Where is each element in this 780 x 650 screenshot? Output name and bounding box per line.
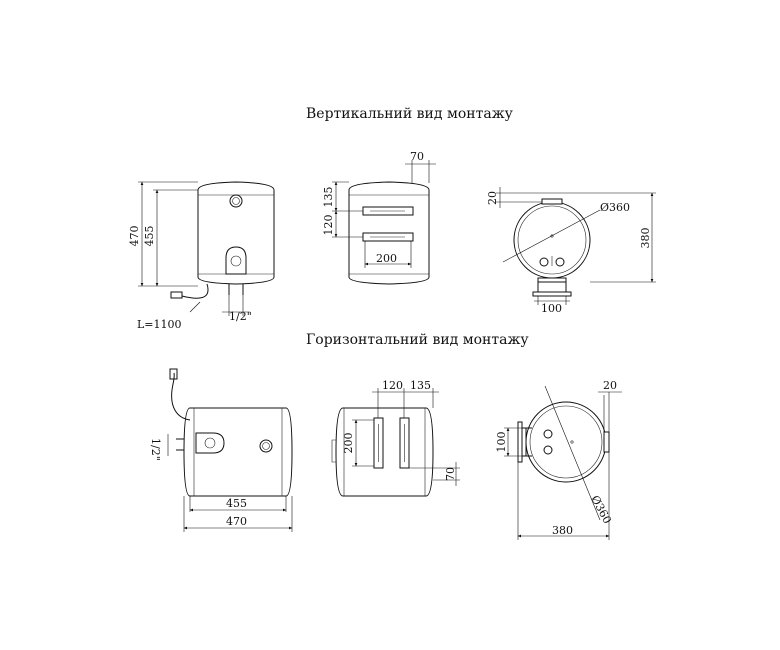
outlet-icon — [543, 445, 553, 455]
dim-flange-top: 20 — [486, 191, 499, 205]
vertical-front-view: 470 455 1/2" L=1100 — [128, 181, 275, 331]
control-panel-icon — [225, 246, 247, 275]
dim-cable-length: L=1100 — [137, 318, 182, 331]
dim-diameter: Ø360 — [588, 493, 614, 526]
power-cable-icon — [171, 372, 191, 421]
dim-bracket-offset: 135 — [410, 379, 431, 392]
dim-base-width: 100 — [541, 302, 562, 315]
dim-height-body: 455 — [143, 226, 156, 247]
dim-top-offset: 70 — [410, 150, 424, 163]
thermostat-knob-icon — [259, 439, 273, 453]
dim-side-offset: 70 — [444, 467, 457, 481]
thermostat-knob-icon — [229, 194, 243, 208]
flange-icon — [603, 431, 610, 453]
dim-pipe-size: 1/2" — [149, 438, 162, 461]
vertical-rear-view: 70 135 120 200 — [322, 150, 436, 285]
dim-height-total: 470 — [128, 226, 141, 247]
control-panel-icon — [195, 432, 225, 454]
wall-base-icon — [532, 291, 572, 297]
dim-length-body: 455 — [226, 497, 247, 510]
vertical-mounting-title: Вертикальний вид монтажу — [306, 106, 513, 122]
inlet-icon — [539, 257, 549, 267]
power-cable-icon — [181, 283, 209, 299]
dim-diameter: Ø360 — [600, 201, 630, 214]
horizontal-mounting-title: Горизонтальний вид монтажу — [306, 332, 529, 348]
horizontal-side-view: 20 100 Ø360 380 — [495, 379, 622, 540]
flange-icon — [541, 198, 563, 205]
dim-bracket-width: 200 — [376, 252, 397, 265]
dim-flange: 20 — [603, 379, 617, 392]
dim-bracket-gap: 120 — [382, 379, 403, 392]
inlet-icon — [543, 429, 553, 439]
dim-bracket-height: 200 — [342, 433, 355, 454]
horizontal-rear-view: 120 135 200 70 — [331, 379, 460, 497]
horizontal-front-view: 1/2" 455 470 — [149, 368, 293, 532]
outlet-icon — [555, 257, 565, 267]
dim-bracket-top: 135 — [322, 187, 335, 208]
dim-pipe-size: 1/2" — [229, 310, 252, 323]
dim-bracket-gap: 120 — [322, 215, 335, 236]
dim-length-total: 470 — [226, 515, 247, 528]
dim-base-height: 100 — [495, 432, 508, 453]
dim-depth: 380 — [639, 228, 652, 249]
dim-depth: 380 — [552, 524, 573, 537]
wall-base-icon — [517, 421, 523, 463]
vertical-top-view: 20 Ø360 380 100 — [486, 187, 656, 315]
